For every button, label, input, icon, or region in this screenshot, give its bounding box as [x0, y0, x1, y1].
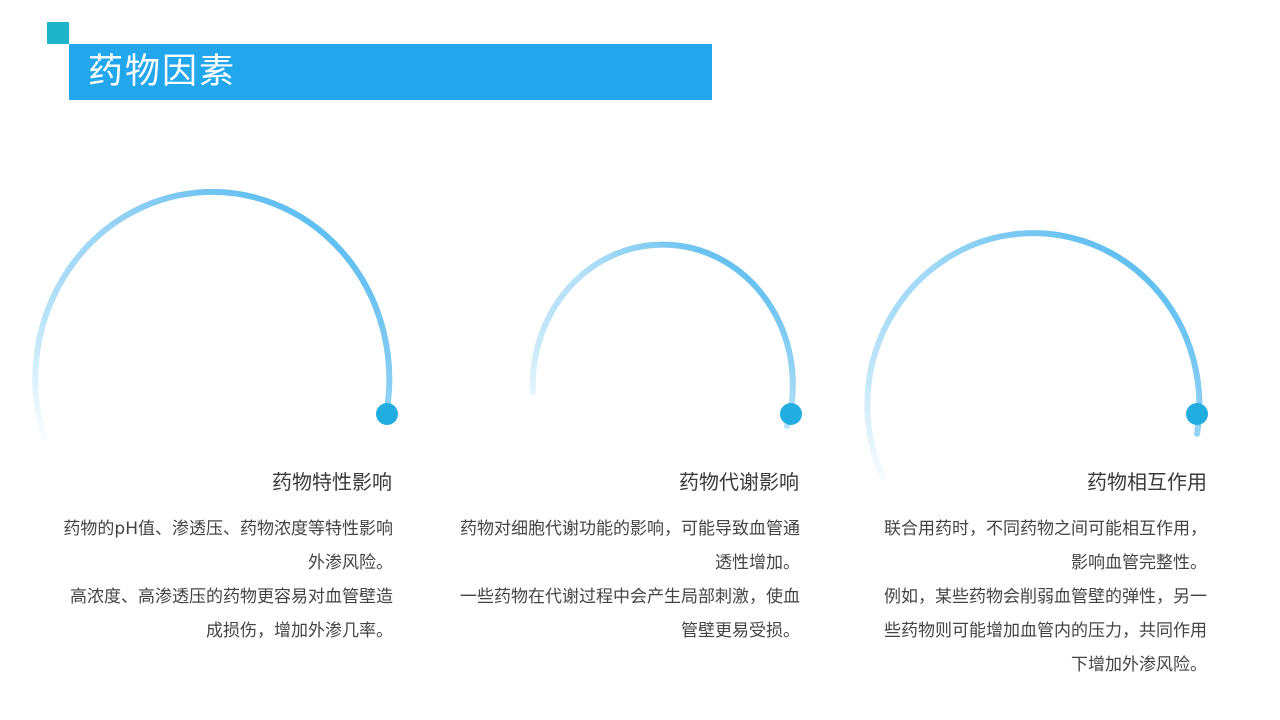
arc-1 — [32, 189, 393, 443]
section-3-line-1: 联合用药时，不同药物之间可能相互作用，影响血管完整性。 — [884, 519, 1207, 573]
section-3-description: 联合用药时，不同药物之间可能相互作用，影响血管完整性。 例如，某些药物会削弱血管… — [878, 512, 1207, 682]
section-1-line-2: 高浓度、高渗透压的药物更容易对血管壁造成损伤，增加外渗几率。 — [70, 587, 393, 641]
title-bar: 药物因素 — [69, 44, 712, 100]
section-2-line-2: 一些药物在代谢过程中会产生局部刺激，使血管壁更易受损。 — [460, 587, 800, 641]
slide-title: 药物因素 — [88, 52, 237, 92]
timeline-node-1 — [376, 403, 398, 425]
section-1-line-1: 药物的pH值、渗透压、药物浓度等特性影响外渗风险。 — [63, 519, 393, 573]
section-2-description: 药物对细胞代谢功能的影响，可能导致血管通透性增加。 一些药物在代谢过程中会产生局… — [458, 512, 800, 648]
accent-square — [47, 22, 69, 44]
arc-2 — [529, 241, 796, 429]
section-2-heading: 药物代谢影响 — [679, 470, 799, 494]
section-1-heading: 药物特性影响 — [272, 470, 392, 494]
arc-3 — [864, 230, 1203, 481]
timeline-node-2 — [780, 403, 802, 425]
section-1-description: 药物的pH值、渗透压、药物浓度等特性影响外渗风险。 高浓度、高渗透压的药物更容易… — [62, 512, 393, 648]
section-3-heading: 药物相互作用 — [1087, 470, 1207, 494]
timeline-node-3 — [1186, 403, 1208, 425]
section-2-line-1: 药物对细胞代谢功能的影响，可能导致血管通透性增加。 — [460, 519, 800, 573]
section-3-line-2: 例如，某些药物会削弱血管壁的弹性，另一些药物则可能增加血管内的压力，共同作用下增… — [884, 587, 1207, 675]
